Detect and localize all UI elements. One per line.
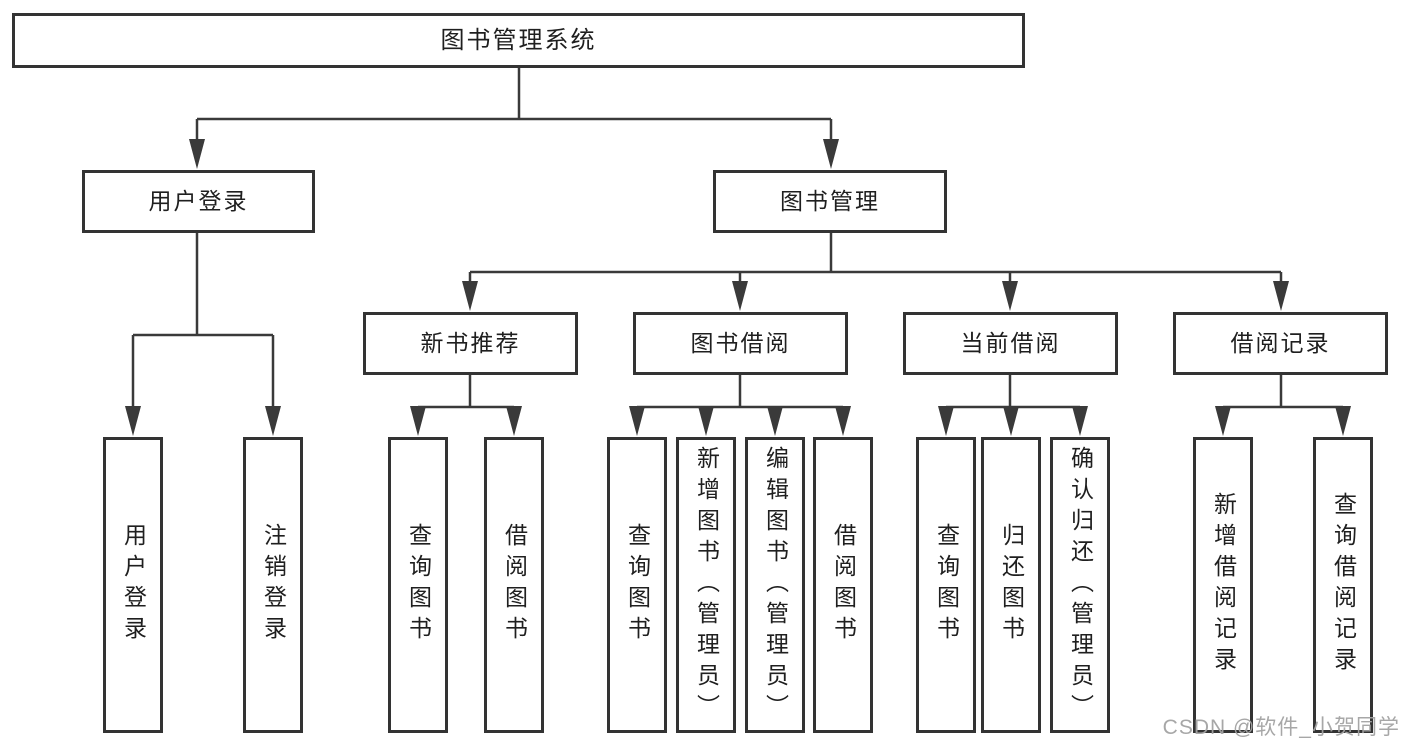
leaf-user-login-label: 用户登录: [120, 523, 147, 647]
leaf-query-borrow-record: 查询借阅记录: [1313, 437, 1373, 733]
leaf-edit-books-admin: 编辑图书（管理员）: [745, 437, 805, 733]
leaf-query-books-recommend-label: 查询图书: [405, 523, 432, 647]
node-new-book-recommend: 新书推荐: [363, 312, 578, 375]
leaf-confirm-return-admin: 确认归还（管理员）: [1050, 437, 1110, 733]
node-book-management: 图书管理: [713, 170, 947, 233]
leaf-edit-books-admin-label: 编辑图书（管理员）: [762, 445, 789, 725]
leaf-query-books-current: 查询图书: [916, 437, 976, 733]
leaf-return-books-label: 归还图书: [998, 523, 1025, 647]
csdn-watermark: CSDN @软件_小贺同学: [1162, 716, 1400, 739]
leaf-borrow-books-borrow-label: 借阅图书: [830, 523, 857, 647]
node-user-login: 用户登录: [82, 170, 315, 233]
node-borrow-records: 借阅记录: [1173, 312, 1388, 375]
node-current-borrowing: 当前借阅: [903, 312, 1118, 375]
leaf-add-borrow-record: 新增借阅记录: [1193, 437, 1253, 733]
leaf-query-books-borrow-label: 查询图书: [624, 523, 651, 647]
leaf-logout: 注销登录: [243, 437, 303, 733]
node-book-borrowing: 图书借阅: [633, 312, 848, 375]
node-library-system: 图书管理系统: [12, 13, 1025, 68]
leaf-borrow-books-borrow: 借阅图书: [813, 437, 873, 733]
leaf-borrow-books-recommend-label: 借阅图书: [501, 523, 528, 647]
leaf-add-borrow-record-label: 新增借阅记录: [1210, 492, 1237, 678]
leaf-logout-label: 注销登录: [260, 523, 287, 647]
leaf-confirm-return-admin-label: 确认归还（管理员）: [1067, 445, 1094, 725]
leaf-add-books-admin-label: 新增图书（管理员）: [693, 445, 720, 725]
leaf-user-login: 用户登录: [103, 437, 163, 733]
leaf-add-books-admin: 新增图书（管理员）: [676, 437, 736, 733]
leaf-borrow-books-recommend: 借阅图书: [484, 437, 544, 733]
leaf-query-books-recommend: 查询图书: [388, 437, 448, 733]
leaf-query-books-borrow: 查询图书: [607, 437, 667, 733]
leaf-query-borrow-record-label: 查询借阅记录: [1330, 492, 1357, 678]
leaf-return-books: 归还图书: [981, 437, 1041, 733]
leaf-query-books-current-label: 查询图书: [933, 523, 960, 647]
